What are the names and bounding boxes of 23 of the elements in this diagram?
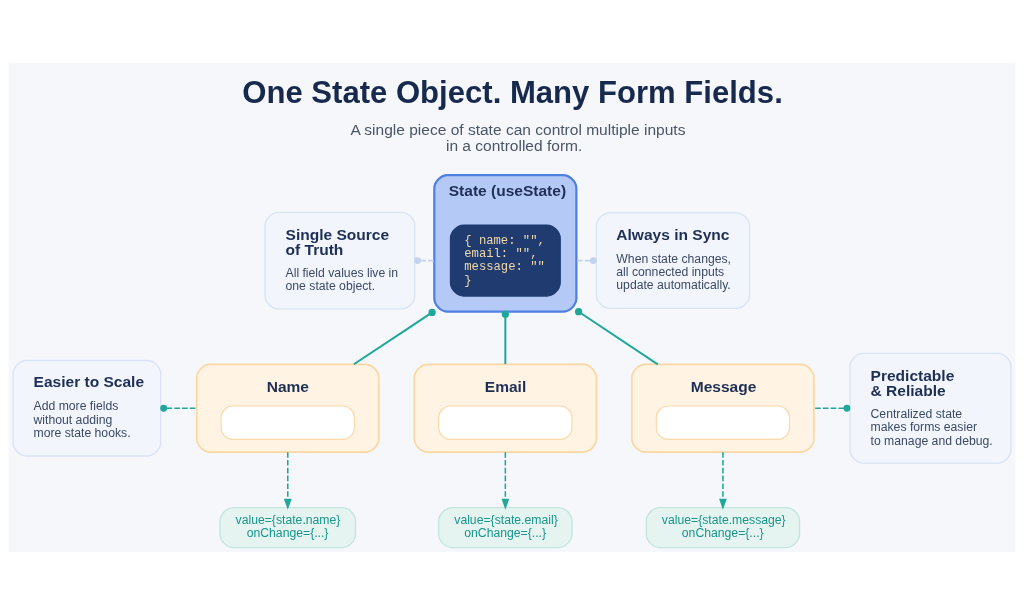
caption: A single piece of state can control multiple inputs in a controlled form. — [350, 120, 686, 154]
connector — [414, 256, 436, 264]
connector — [813, 404, 851, 412]
connector — [574, 307, 659, 365]
arrow — [501, 451, 510, 510]
node-box: { name: "", email: "", message: "" } — [449, 224, 561, 297]
connector — [575, 256, 597, 264]
node-box: Message — [631, 363, 815, 453]
node-box: Email — [413, 363, 598, 453]
node-box: Easier to Scale Add more fields without adding more state hooks. — [12, 359, 162, 457]
node-box: value={state.message} onChange={...} — [645, 506, 801, 548]
diagram-title: One State Object. Many Form Fields. — [242, 74, 783, 110]
connector — [160, 404, 198, 412]
connector — [352, 308, 436, 365]
arrow — [719, 451, 727, 510]
node-box: Predictable & Reliable Centralized state makes forms easier to manage and debug. — [849, 352, 1012, 464]
connector — [501, 310, 509, 365]
node-box: Always in Sync When state changes, all connected inputs update automatically. — [595, 211, 751, 309]
node-box: Single Source of Truth All field values live in one state object. — [264, 211, 416, 310]
arrow — [283, 451, 292, 510]
node-box: Name — [195, 363, 380, 453]
node-box: value={state.email} onChange={...} — [438, 506, 573, 548]
node-box: value={state.name} onChange={...} — [219, 506, 357, 548]
